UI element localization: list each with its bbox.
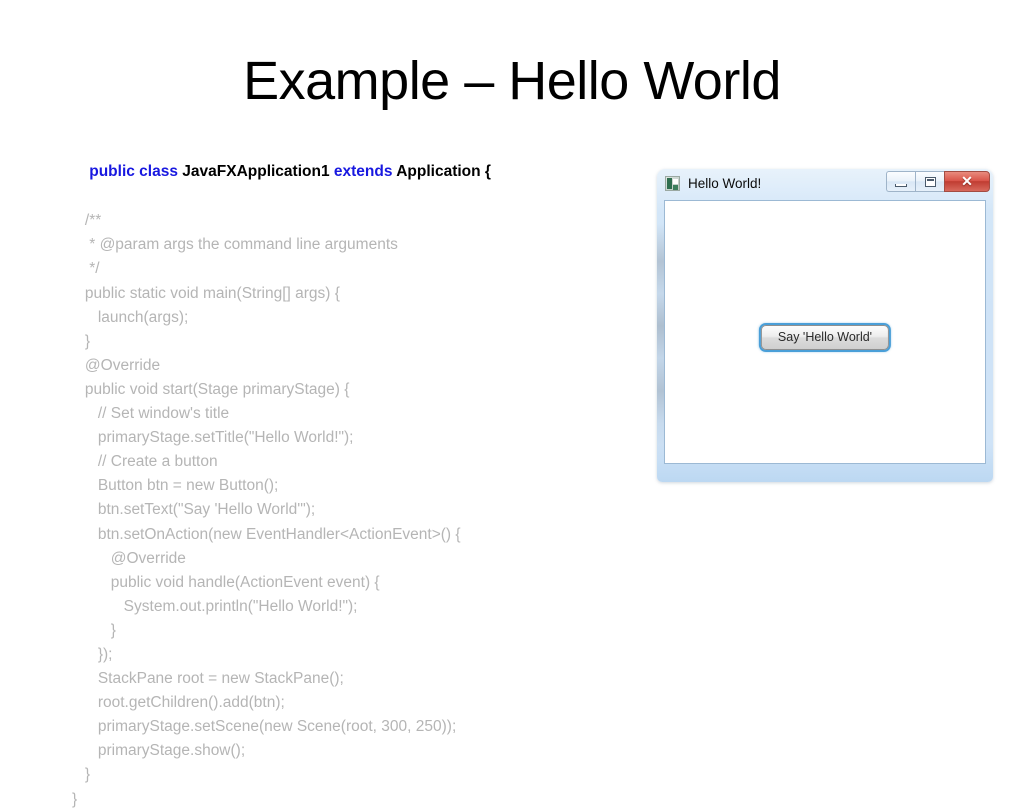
code-line: public void handle(ActionEvent event) { [72, 573, 380, 591]
code-listing: public class JavaFXApplication1 extends … [72, 136, 632, 812]
say-hello-world-button[interactable]: Say 'Hello World' [760, 325, 890, 350]
page-title: Example – Hello World [243, 51, 781, 111]
keyword-extends: extends [333, 163, 393, 181]
code-line: StackPane root = new StackPane(); [72, 670, 344, 688]
code-line: }); [72, 645, 113, 663]
code-line: // Create a button [72, 453, 218, 471]
code-line: public void start(Stage primaryStage) { [72, 380, 350, 398]
close-button[interactable]: ✕ [944, 171, 990, 192]
code-line: } [72, 766, 91, 784]
window-titlebar[interactable]: Hello World! ✕ [657, 169, 993, 198]
class-name: JavaFXApplication1 [177, 163, 334, 181]
class-declaration-line: public class JavaFXApplication1 extends … [72, 136, 632, 208]
code-line: } [72, 790, 78, 808]
window-controls: ✕ [886, 171, 990, 192]
code-line: primaryStage.show(); [72, 742, 246, 760]
code-line: } [72, 332, 91, 350]
window-title: Hello World! [688, 176, 762, 191]
close-icon: ✕ [961, 173, 973, 189]
code-line: System.out.println("Hello World!"); [72, 597, 358, 615]
code-line: Button btn = new Button(); [72, 477, 279, 495]
keyword-public-class: public class [89, 163, 178, 181]
code-line: btn.setText("Say 'Hello World'"); [72, 501, 316, 519]
minimize-icon [895, 184, 907, 187]
code-line: } [72, 621, 116, 639]
maximize-button[interactable] [915, 171, 944, 192]
code-line: root.getChildren().add(btn); [72, 694, 285, 712]
code-line: launch(args); [72, 308, 189, 326]
superclass-and-brace: Application { [392, 163, 491, 181]
code-line: primaryStage.setTitle("Hello World!"); [72, 429, 354, 447]
code-line: btn.setOnAction(new EventHandler<ActionE… [72, 525, 461, 543]
code-line: @Override [72, 356, 161, 374]
window-glass-artifact [657, 191, 664, 461]
code-line: primaryStage.setScene(new Scene(root, 30… [72, 718, 457, 736]
hello-world-window: Hello World! ✕ Say 'Hello World' [657, 169, 993, 482]
code-line: // Set window's title [72, 405, 230, 423]
code-line: /** [72, 212, 102, 230]
code-line: public static void main(String[] args) { [72, 284, 340, 302]
code-line: */ [72, 260, 100, 278]
maximize-icon [925, 177, 936, 187]
code-line: @Override [72, 549, 186, 567]
minimize-button[interactable] [886, 171, 915, 192]
window-client-area: Say 'Hello World' [664, 200, 986, 464]
javafx-app-icon [665, 176, 680, 191]
code-line: * @param args the command line arguments [72, 236, 398, 254]
